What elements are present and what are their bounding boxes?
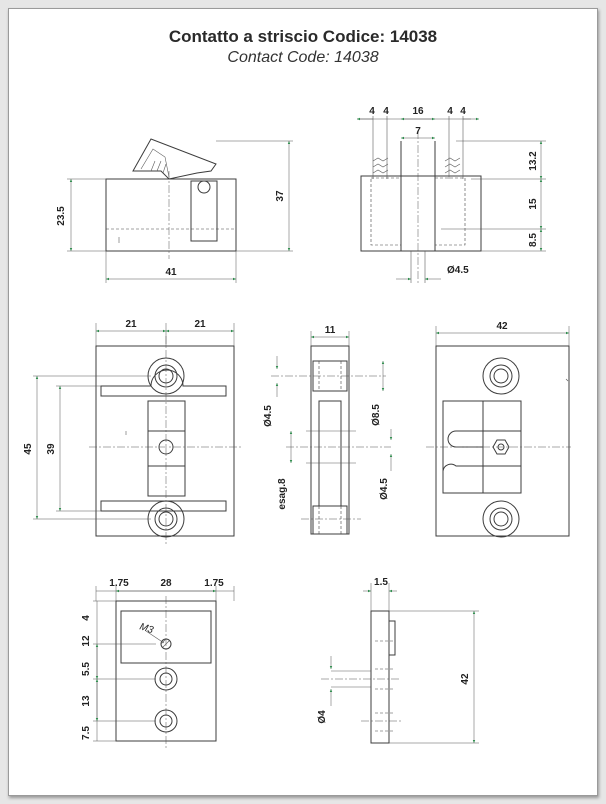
view-side-bottom-right [321, 583, 479, 744]
dim-bottom-left-w-right: 1.75 [204, 578, 224, 589]
dim-mid-left-w-left: 21 [125, 319, 137, 330]
dim-top-right-d2: 4 [383, 106, 389, 117]
dim-bottom-left-v5: 7.5 [81, 726, 92, 740]
dim-mid-center-dia-top-left: Ø4.5 [263, 405, 274, 427]
dim-bottom-right-height: 42 [460, 673, 471, 685]
dim-top-right-d5: 4 [460, 106, 466, 117]
dim-mid-center-hex: esag.8 [277, 478, 288, 510]
dim-bottom-left-w-mid: 28 [160, 578, 172, 589]
dim-top-left-height-right: 37 [275, 190, 286, 202]
dim-bottom-left-v4: 13 [81, 695, 92, 707]
dim-top-right-d3: 16 [412, 106, 424, 117]
view-side-top-left [67, 138, 293, 283]
dim-top-right-h2: 15 [528, 198, 539, 210]
technical-drawing: 23.5 37 41 4 4 16 4 4 7 13.2 15 8.5 Ø4.5… [23, 106, 571, 749]
dim-bottom-left-thread: M3 [138, 621, 155, 636]
dim-bottom-left-v1: 4 [81, 615, 92, 621]
dim-mid-center-dia-top-right: Ø8.5 [371, 404, 382, 426]
view-front-top-right [357, 116, 546, 283]
dim-top-left-height-left: 23.5 [56, 206, 67, 226]
dim-top-right-gap: 7 [415, 126, 421, 137]
dim-top-left-width: 41 [165, 267, 177, 278]
view-plate-bottom-left [93, 586, 235, 749]
dim-mid-left-w-right: 21 [194, 319, 206, 330]
dim-mid-left-h-outer: 45 [23, 443, 34, 455]
dim-bottom-left-v3: 5.5 [81, 662, 92, 676]
dim-bottom-right-dia: Ø4 [317, 710, 328, 724]
view-back-mid-right [426, 326, 571, 538]
dim-mid-left-h-inner: 39 [46, 443, 57, 455]
dim-top-right-h3: 8.5 [528, 233, 539, 247]
dim-bottom-left-w-left: 1.75 [109, 578, 129, 589]
dimension-labels: 23.5 37 41 4 4 16 4 4 7 13.2 15 8.5 Ø4.5… [23, 106, 539, 740]
dim-mid-center-w: 11 [325, 325, 336, 336]
dim-bottom-left-v2: 12 [81, 635, 92, 647]
dim-top-right-h1: 13.2 [528, 151, 539, 171]
dim-top-right-dia: Ø4.5 [447, 265, 469, 276]
drawing-sheet: Contatto a striscio Codice: 14038 Contac… [8, 8, 598, 796]
dim-top-right-d1: 4 [369, 106, 375, 117]
dim-mid-center-dia-bottom: Ø4.5 [379, 478, 390, 500]
dim-top-right-d4: 4 [447, 106, 453, 117]
drawing-title: Contatto a striscio Codice: 14038 [168, 27, 438, 46]
view-section-mid-center [271, 331, 393, 535]
dim-bottom-right-top: 1.5 [374, 577, 388, 588]
drawing-subtitle: Contact Code: 14038 [227, 49, 379, 66]
dim-mid-right-w: 42 [496, 321, 508, 332]
view-plan-mid-left [33, 323, 241, 546]
